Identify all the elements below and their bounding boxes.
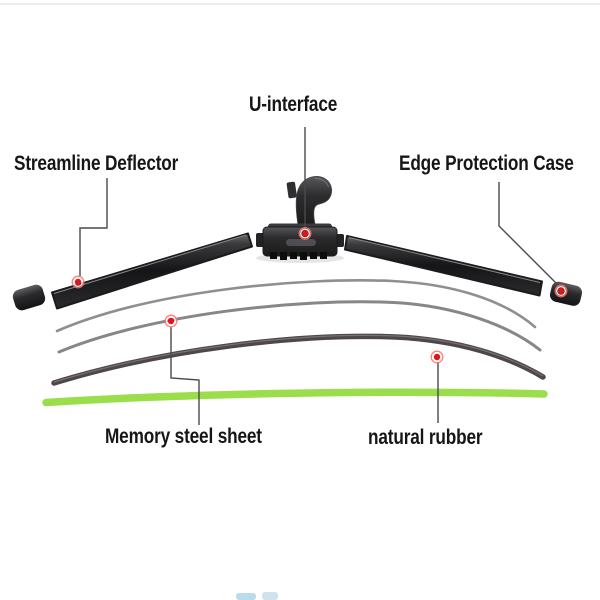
rubber-strip: [51, 333, 546, 386]
label-memory-steel-sheet: Memory steel sheet: [105, 425, 262, 448]
blade-left-arm: [51, 232, 253, 310]
label-streamline-deflector: Streamline Deflector: [14, 152, 179, 175]
marker-dot-memory-steel-sheet: [164, 314, 178, 328]
leader-line-edge-protection-case: [498, 182, 560, 287]
end-cap-left: [12, 284, 46, 311]
green-protector-strip: [42, 388, 548, 407]
u-interface-connector: [256, 176, 344, 263]
blade-right-arm: [344, 235, 543, 297]
leader-line-streamline-deflector: [79, 178, 108, 276]
marker-dot-edge-protection-case: [554, 284, 568, 298]
steel-sheet-upper: [55, 279, 537, 333]
bottom-edge-artifact: [236, 592, 278, 600]
marker-dot-u-interface: [298, 227, 312, 240]
leader-line-memory-steel-sheet: [170, 327, 200, 425]
steel-sheet-lower: [57, 300, 542, 354]
label-u-interface: U-interface: [249, 93, 338, 116]
marker-dots: [71, 227, 568, 364]
marker-dot-natural-rubber: [430, 350, 444, 364]
label-edge-protection-case: Edge Protection Case: [399, 152, 574, 175]
label-natural-rubber: natural rubber: [368, 426, 483, 449]
marker-dot-streamline-deflector: [71, 275, 85, 289]
connector-clip-notch: [286, 181, 297, 199]
